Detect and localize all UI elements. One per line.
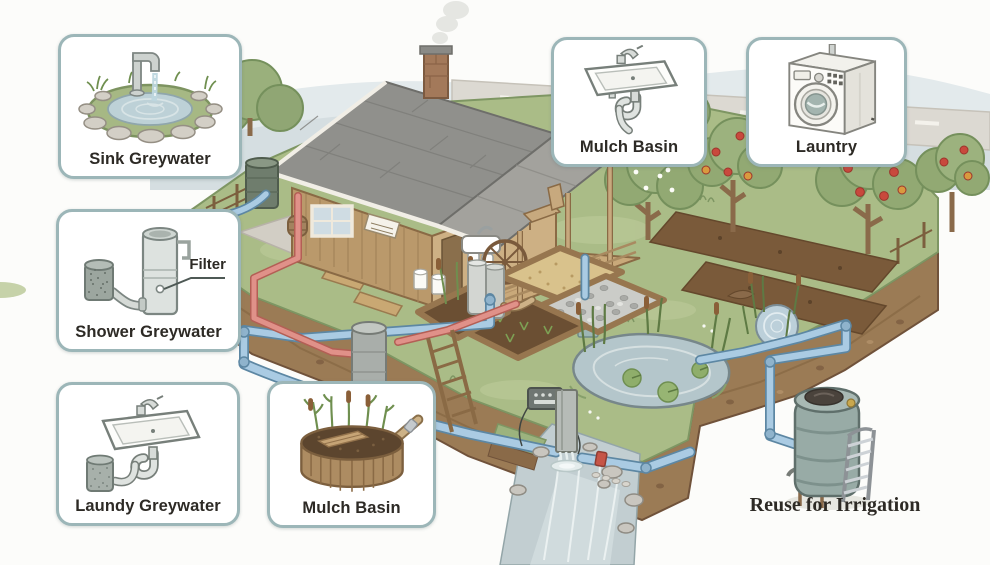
mulch-planter-icon — [300, 390, 424, 492]
rocks — [509, 442, 644, 534]
tank-lid — [804, 388, 844, 406]
surge-tank-cylinder — [351, 321, 387, 397]
tank-ladder — [841, 427, 876, 503]
callout-label: Shower Greywater — [75, 323, 222, 341]
chimney-smoke — [432, 1, 469, 44]
filter-leader-line — [163, 276, 225, 290]
callout-mulch-basin-sink: Mulch Basin — [551, 37, 707, 167]
callout-label: Sink Greywater — [89, 150, 211, 168]
stream-outlet — [509, 389, 644, 534]
pipe-couplings — [238, 294, 852, 474]
greywater-pipes-red — [250, 192, 520, 358]
callout-sink-greywater: Sink Greywater — [58, 34, 242, 179]
callout-label: Mulch Basin — [579, 138, 679, 156]
callout-label: Launtry — [795, 138, 858, 156]
callout-laundry-machine: Launtry — [746, 37, 907, 167]
apple-tree-3 — [915, 133, 990, 232]
reuse-for-irrigation-label: Reuse for Irrigation — [749, 494, 921, 516]
lily-pads — [622, 361, 709, 403]
callout-label: Mulch Basin — [302, 499, 401, 517]
callout-mulch-basin-planter: Mulch Basin — [267, 381, 436, 528]
pond — [569, 296, 732, 409]
filter-tank-icon — [84, 226, 225, 315]
garden-ladder — [426, 329, 478, 433]
filter-sublabel: Filter — [189, 256, 226, 273]
porch-chair — [522, 183, 565, 230]
orchard-beds — [648, 211, 900, 335]
orchard-trees — [604, 117, 990, 254]
callout-shower-greywater: Filter Shower Greywater — [56, 209, 241, 352]
fallen-branch — [726, 290, 755, 300]
sink-trap-filter-icon — [86, 395, 201, 492]
red-coupling-band — [594, 450, 608, 468]
pond-outlet-icon — [78, 51, 223, 143]
washing-machine-icon — [788, 44, 877, 136]
callout-laundry-greywater: Laundy Greywater — [56, 382, 240, 526]
irrigation-tank — [786, 386, 876, 510]
callout-label: Laundy Greywater — [75, 497, 221, 515]
sink-trap-icon — [583, 45, 679, 135]
straw-bed — [497, 245, 625, 303]
